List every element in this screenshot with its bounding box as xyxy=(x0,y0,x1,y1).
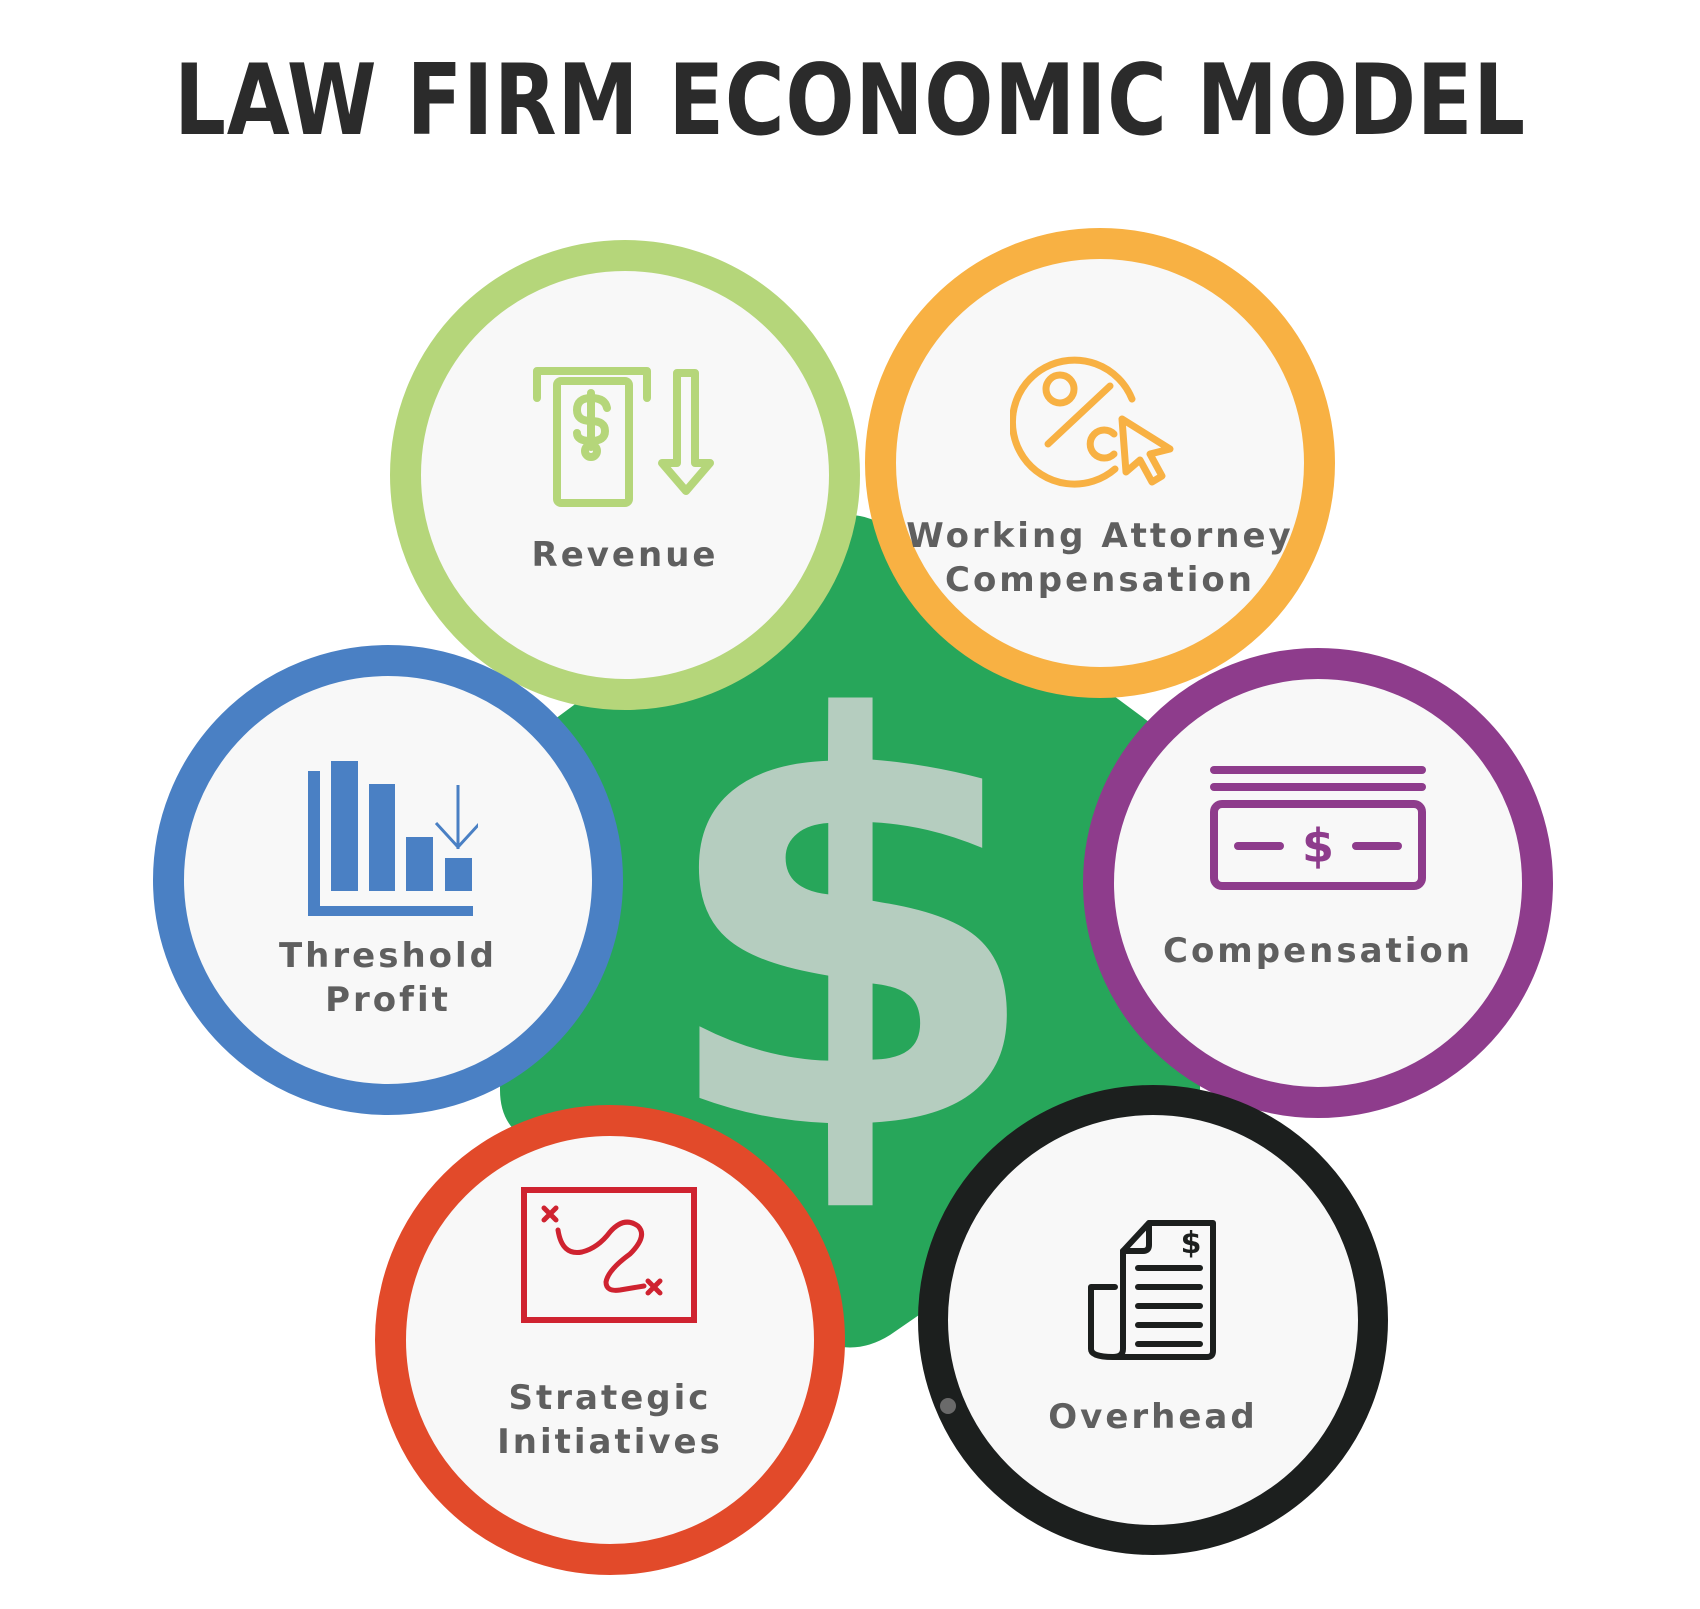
node-label: Compensation xyxy=(1163,931,1473,971)
node-label: Revenue xyxy=(531,535,719,575)
node-label: Compensation xyxy=(945,560,1255,600)
dollar-sign-icon: $ xyxy=(655,604,1045,1256)
node-label: Profit xyxy=(325,980,451,1020)
invoice-document-icon: $ xyxy=(1088,1220,1216,1360)
node-overhead: $ Overhead xyxy=(918,1085,1388,1555)
node-strategic-initiatives: Strategic Initiatives xyxy=(375,1105,845,1575)
node-threshold-profit: Threshold Profit xyxy=(153,645,623,1115)
declining-bar-chart-icon xyxy=(308,761,478,916)
percent-click-icon xyxy=(1010,356,1174,488)
svg-text:$: $ xyxy=(1302,819,1334,873)
paycheck-icon: $ xyxy=(1210,766,1426,890)
node-revenue: Revenue xyxy=(390,240,860,710)
node-compensation: $ Compensation xyxy=(1083,648,1553,1118)
node-label: Initiatives xyxy=(497,1422,723,1462)
page-title: LAW FIRM ECONOMIC MODEL xyxy=(174,44,1526,158)
svg-text:$: $ xyxy=(1181,1226,1202,1261)
treasure-map-route-icon xyxy=(521,1187,697,1323)
atm-cash-withdraw-icon xyxy=(533,367,714,507)
node-working-attorney-compensation: Working Attorney Compensation xyxy=(865,228,1335,698)
node-label: Working Attorney xyxy=(906,516,1294,556)
node-label: Threshold xyxy=(278,936,498,976)
decorative-dot xyxy=(940,1398,956,1414)
node-label: Overhead xyxy=(1048,1397,1258,1437)
node-label: Strategic xyxy=(508,1378,712,1418)
